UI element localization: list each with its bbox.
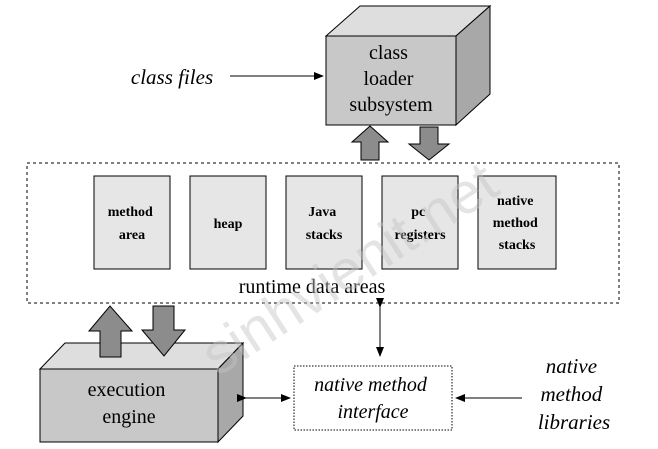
native-method-stacks-box: native method stacks (477, 175, 557, 270)
runtime-data-areas-container (26, 162, 620, 304)
up-block-arrow-execution-engine (87, 305, 134, 358)
down-block-arrow-class-loader (407, 126, 451, 161)
java-stacks-box: Java stacks (285, 175, 363, 270)
down-block-arrow-execution-engine (140, 305, 187, 357)
pc-registers-label: pc registers (394, 205, 446, 243)
class-loader-label: class loader subsystem (349, 42, 433, 116)
native-method-stacks-label: native method stacks (493, 194, 542, 253)
method-area-label: method area (108, 205, 157, 243)
execution-engine-label: execution engine (88, 379, 171, 428)
java-stacks-label: Java stacks (306, 205, 343, 243)
native-method-interface-box: native method interface (293, 365, 453, 431)
class-files-label: class files (131, 65, 213, 89)
heap-label: heap (214, 217, 243, 232)
method-area-box: method area (93, 175, 171, 270)
heap-box: heap (189, 175, 267, 270)
native-method-interface-label: native method interface (314, 374, 432, 423)
class-loader-subsystem-box: class loader subsystem (324, 4, 492, 127)
native-method-libraries-label: native method libraries (538, 354, 610, 434)
execution-engine-box: execution engine (38, 341, 245, 444)
pc-registers-box: pc registers (381, 175, 459, 270)
up-block-arrow-class-loader (350, 125, 390, 161)
runtime-data-areas-label: runtime data areas (239, 276, 386, 298)
